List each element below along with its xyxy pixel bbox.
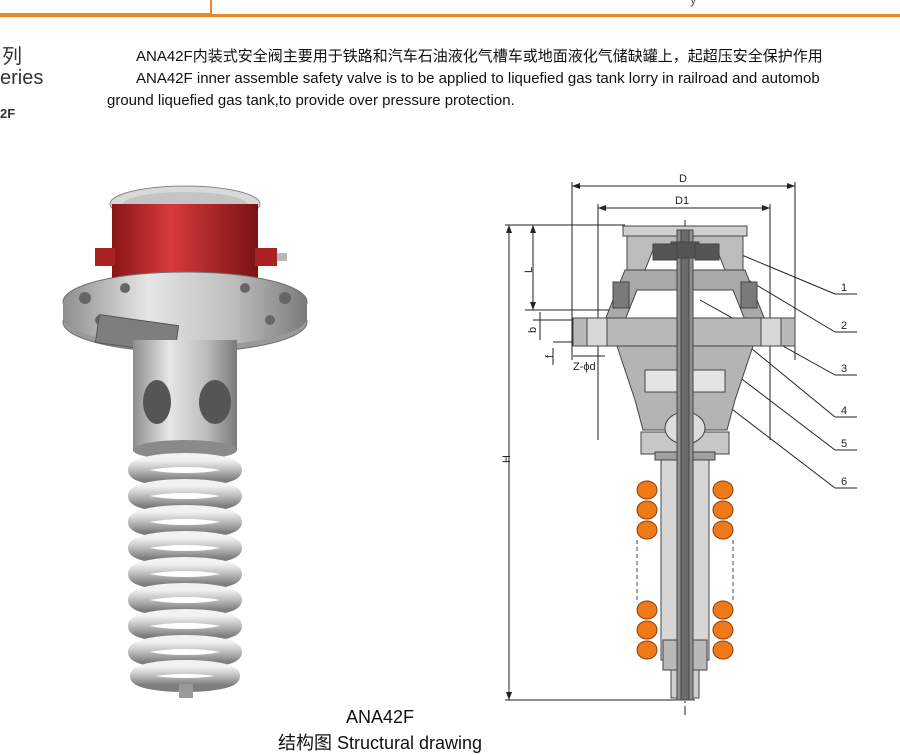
dim-label-H: H xyxy=(501,455,513,463)
dim-label-D: D xyxy=(679,173,687,185)
structural-drawing: D D1 L b f Z-ϕd H 1 2 3 4 5 6 xyxy=(501,173,857,715)
dim-label-L: L xyxy=(523,267,535,273)
header-tab xyxy=(0,0,212,15)
caption-label: 结构图 Structural drawing xyxy=(277,733,483,753)
series-model: 2F xyxy=(0,106,16,121)
caption-model: ANA42F xyxy=(345,707,415,727)
intro-text-cn: ANA42F内装式安全阀主要用于铁路和汽车石油液化气槽车或地面液化气储缺罐上，起… xyxy=(136,48,823,65)
series-title-cn: 列 xyxy=(2,46,22,68)
valve-photo xyxy=(62,185,308,698)
header-bar: y xyxy=(0,0,900,20)
drawing-spring xyxy=(636,480,734,660)
callout-2: 2 xyxy=(841,320,847,332)
header-right-text: y xyxy=(690,0,697,7)
dim-label-Z: Z-ϕd xyxy=(573,361,596,373)
series-title-en: eries xyxy=(0,67,44,89)
spring xyxy=(128,453,242,692)
callout-1: 1 xyxy=(841,282,847,294)
callout-3: 3 xyxy=(841,363,847,375)
header-rule xyxy=(0,14,900,17)
callout-5: 5 xyxy=(841,438,847,450)
intro-text-en-line2: ground liquefied gas tank,to provide ove… xyxy=(107,92,515,109)
intro-text-en-line1: ANA42F inner assemble safety valve is to… xyxy=(136,70,820,87)
callout-6: 6 xyxy=(841,476,847,488)
dim-label-D1: D1 xyxy=(675,195,689,207)
dim-label-b: b xyxy=(527,327,539,333)
valve-section xyxy=(572,225,796,701)
callout-4: 4 xyxy=(841,405,847,417)
dim-label-f: f xyxy=(544,354,556,358)
